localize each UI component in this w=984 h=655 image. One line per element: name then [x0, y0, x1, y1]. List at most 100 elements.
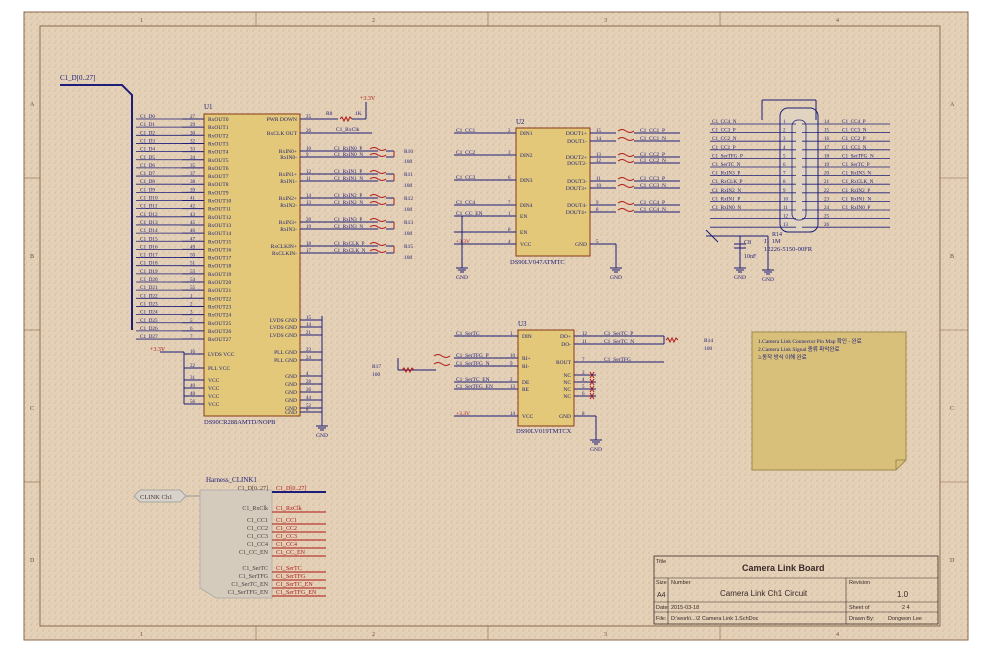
u1-pin-name: LVDS VCC: [208, 352, 235, 358]
file-label: File:: [656, 616, 667, 622]
u1-pin-name: RxOUT6: [208, 166, 229, 172]
zone-h-label: 4: [836, 18, 839, 24]
rx-net-label: C1_RxIN0_N: [334, 152, 363, 158]
u1-component[interactable]: U1 DS90CR288AMTD/NOPB: [203, 103, 301, 426]
bus-input-net: C1_D8: [140, 179, 155, 185]
term-res-ref: R15: [404, 244, 413, 250]
u3-pin-name: NC: [563, 394, 571, 400]
bus-input-net: C1_D1: [140, 122, 155, 128]
r8-resistor-icon: [339, 115, 353, 123]
file-value: D:\work\...\2 Camera Link 1.SchDoc: [671, 616, 759, 622]
u1-pin-name: RxIN3+: [279, 220, 297, 226]
j1-net-label: C1_RxIN3_P: [712, 171, 740, 177]
j1-net-label: C1_CC4_N: [712, 119, 737, 125]
zone-v-label: C: [30, 406, 34, 412]
harness-entry: C1_SerTC_EN: [231, 582, 268, 588]
u1-pin-name: LVDS GND: [270, 318, 297, 324]
u1-pin-name: RxOUT10: [208, 199, 231, 205]
u2-pin-number: 9: [596, 201, 599, 206]
bus-input-net: C1_D11: [140, 204, 158, 210]
u1-pin-name: RxOUT25: [208, 321, 231, 327]
u1-pin-number: 39: [190, 188, 196, 193]
u2-net-label: C1_CC4_P: [640, 200, 665, 206]
j1-pin-number: 22: [824, 189, 830, 194]
u3-pin-number: 13: [510, 385, 516, 390]
rx-net-label: C1_RxIN3_P: [334, 217, 362, 223]
u2-pin-name: DOUT2+: [566, 155, 587, 161]
term-res-ref: R11: [404, 172, 413, 178]
u3-net-label: C1_SerTFG_N: [456, 361, 490, 367]
u2-pin-name: VCC: [520, 242, 532, 248]
u3-pin-name: DO-: [561, 342, 571, 348]
j1-pin-number: 25: [824, 215, 830, 220]
u1-pin-number: 51: [190, 262, 196, 267]
diff-pair-icon: [617, 177, 635, 181]
j1-body[interactable]: [779, 107, 819, 233]
u2-component[interactable]: U2 DS90LV047ATMTC: [510, 118, 591, 266]
j1-pin-number: 7: [783, 172, 786, 177]
j1-pin-number: 24: [824, 206, 830, 211]
u3-net-label: C1_SerTFG: [604, 357, 631, 363]
c8-ref: C8: [744, 240, 751, 246]
u2-body[interactable]: [515, 127, 591, 257]
u1-pin-number: 30: [190, 131, 196, 136]
term-res-ref: R12: [404, 196, 413, 202]
diff-pair-icon: [617, 129, 635, 133]
u2-net-label: C1_CC3_P: [640, 176, 665, 182]
diff-pair-icon: [617, 153, 635, 157]
u2-ref: U2: [516, 118, 525, 126]
u1-pin-number: 12: [306, 170, 312, 175]
u1-pin-number: 8: [306, 408, 309, 413]
note-box[interactable]: [751, 331, 907, 471]
title-label: Title: [656, 559, 666, 565]
harness-net: C1_RxClk: [276, 506, 302, 512]
r8-vcc-label: +3.3V: [360, 96, 376, 102]
u3-ref: U3: [518, 320, 527, 328]
u1-pin-number: 40: [190, 384, 196, 389]
u2-pin-name: DOUT2-: [567, 161, 587, 167]
u2-net-label: C1_CC2: [456, 150, 476, 156]
u1-pin-number: 19: [306, 225, 312, 230]
number-value: Camera Link Ch1 Circuit: [720, 589, 808, 598]
harness-entry: C1_CC_EN: [239, 550, 269, 556]
u1-pin-name: RxOUT3: [208, 141, 229, 147]
u1-pin-number: 14: [306, 194, 312, 199]
u3-body[interactable]: [517, 329, 575, 427]
u1-body[interactable]: [203, 113, 301, 417]
bus-input-net: C1_D0: [140, 114, 155, 120]
u1-pin-name: PLL GND: [274, 358, 297, 364]
u1-pin-name: GND: [285, 398, 297, 404]
term-res-val: 100: [404, 159, 413, 165]
harness-entry: C1_CC1: [247, 518, 268, 524]
u3-component[interactable]: U3 DS90LV019TMTCX: [516, 320, 575, 435]
u2-net-label: C1_CC2_P: [640, 152, 665, 158]
bus-input-net: C1_D5: [140, 155, 155, 161]
term-res-val: 100: [404, 183, 413, 189]
u1-pin-name: RxIN1-: [280, 179, 297, 185]
u1-pin-name: VCC: [208, 378, 220, 384]
u3-pin-number: 9: [510, 362, 513, 367]
diff-pair-icon: [617, 137, 635, 141]
j1-pin-number: 19: [824, 163, 830, 168]
j1-net-label: C1_RxIN0_N: [712, 205, 741, 211]
harness-body[interactable]: [199, 489, 273, 599]
bus-input-net: C1_D7: [140, 171, 155, 177]
u3-pin-name: NC: [563, 373, 571, 379]
j1-part: 12226-5150-00FR: [764, 246, 813, 253]
u3-pin-number: 7: [582, 358, 585, 363]
bus-input-net: C1_D27: [140, 334, 158, 340]
bus-input-net: C1_D3: [140, 138, 155, 144]
harness-port-label: CLINK Ch1: [140, 494, 172, 501]
u3-pin-name: RI+: [522, 356, 531, 362]
u3-pin-name: DE: [522, 380, 530, 386]
design-note[interactable]: 1.Camera Link Connector Pin Map 확인 - 완료2…: [751, 331, 907, 471]
u1-pin-number: 22: [190, 364, 196, 369]
j1-net-label: C1_SerTFG_N: [842, 153, 874, 159]
diff-pair-icon: [369, 170, 387, 174]
harness-title: Harness_CLINK1: [206, 476, 257, 484]
j1-net-label: C1_RxIN2_P: [842, 188, 870, 194]
harness-block[interactable]: Harness_CLINK1 CLINK Ch1 C1_D[0..27]C1_D…: [133, 476, 326, 599]
no-connect-icon: [589, 378, 595, 386]
u1-pin-number: 10: [306, 147, 312, 152]
